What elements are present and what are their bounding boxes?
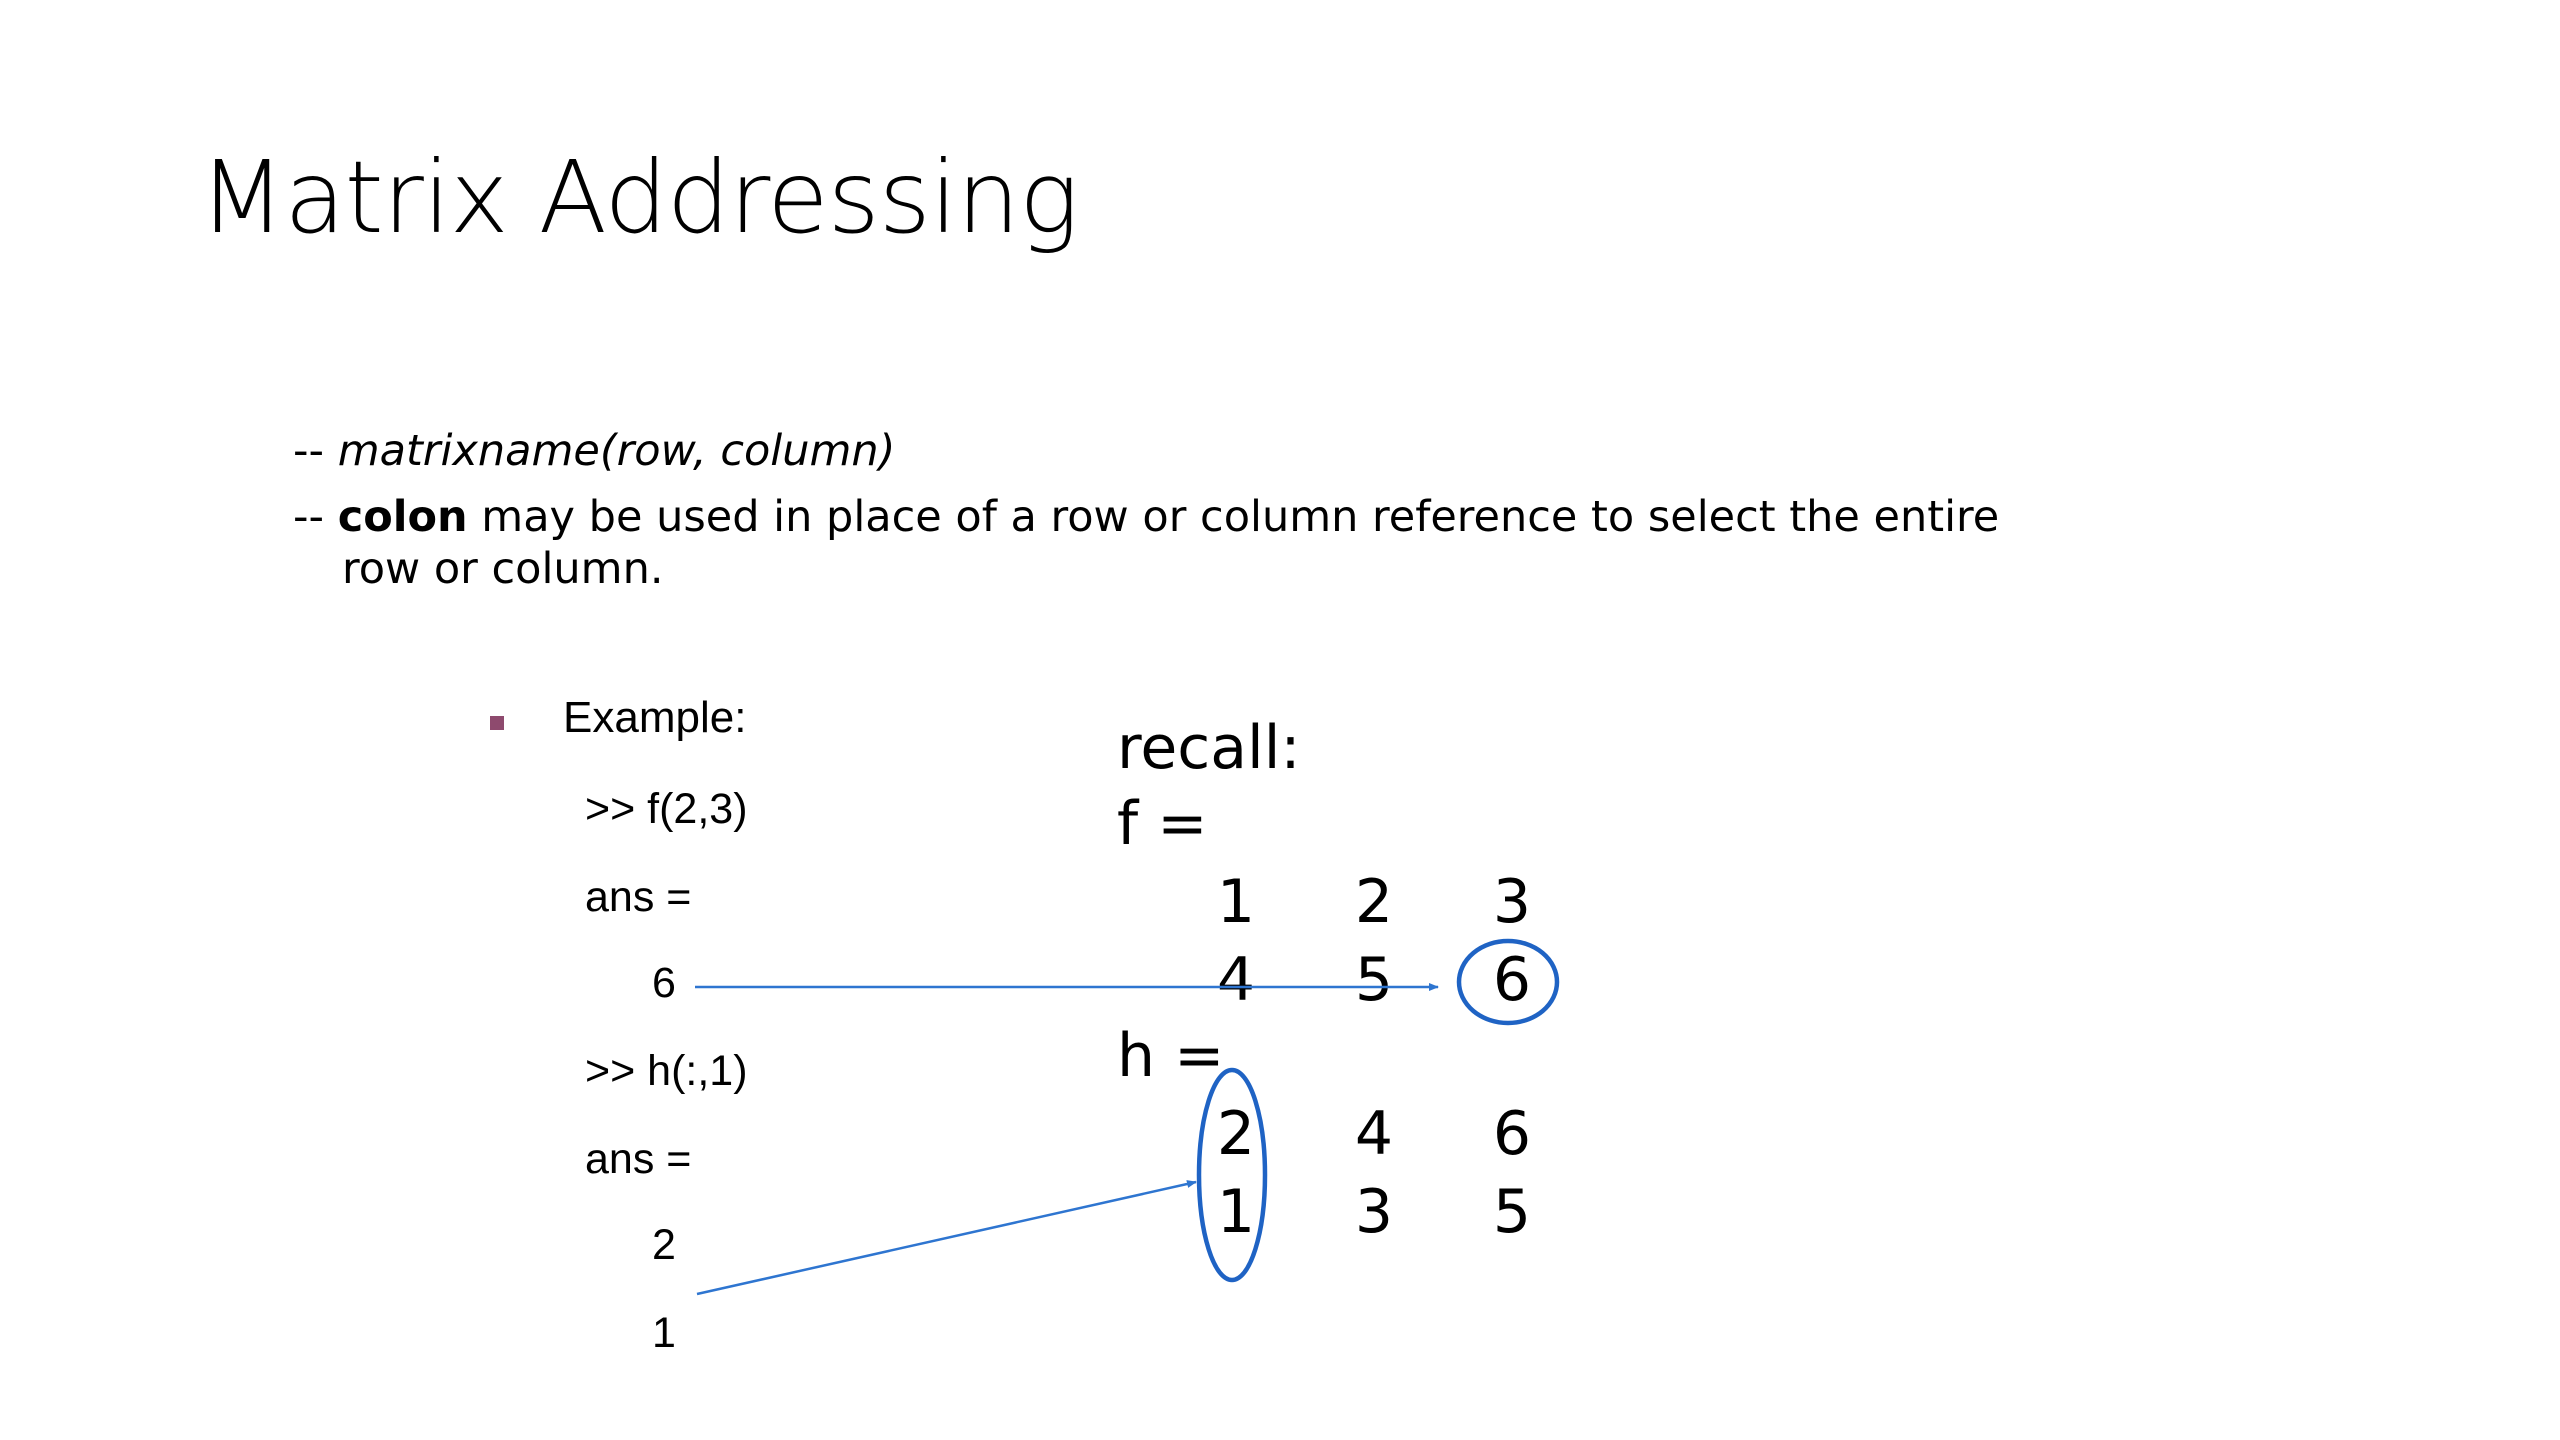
matrix-f-cell: 1 bbox=[1216, 867, 1256, 937]
matrix-f-cell-target: 6 bbox=[1492, 945, 1532, 1015]
matrix-f-cell: 2 bbox=[1354, 867, 1394, 937]
matrix-h-cell: 5 bbox=[1492, 1177, 1532, 1247]
slide-title: Matrix Addressing bbox=[199, 139, 1079, 256]
matrix-h-cell: 6 bbox=[1492, 1099, 1532, 1169]
matrix-h-cell: 3 bbox=[1354, 1177, 1394, 1247]
colon-description: may be used in place of a row or column … bbox=[467, 492, 2000, 542]
matrix-h-cell: 4 bbox=[1354, 1099, 1394, 1169]
square-bullet-icon bbox=[490, 716, 504, 730]
command-f-index: >> f(2,3) bbox=[585, 785, 748, 833]
recall-label: recall: bbox=[1117, 713, 1301, 783]
answer-label-1: ans = bbox=[585, 873, 692, 921]
command-h-colon: >> h(:,1) bbox=[585, 1047, 748, 1095]
bullet-matrix-syntax: -- matrixname(row, column) bbox=[293, 430, 895, 473]
matrix-f-label: f = bbox=[1117, 789, 1208, 859]
matrix-f-cell: 4 bbox=[1216, 945, 1256, 1015]
answer-value-2-row1: 2 bbox=[652, 1221, 676, 1269]
matrix-h-cell-target: 2 bbox=[1216, 1099, 1256, 1169]
colon-description-continued: row or column. bbox=[342, 544, 664, 594]
matrix-h-label: h = bbox=[1117, 1021, 1225, 1091]
answer-label-2: ans = bbox=[585, 1135, 692, 1183]
colon-keyword: colon bbox=[337, 492, 468, 542]
answer-value-2-row2: 1 bbox=[652, 1309, 676, 1357]
bullet-dash: -- bbox=[293, 492, 338, 542]
example-label: Example: bbox=[563, 693, 747, 742]
bullet-dash: -- bbox=[293, 426, 338, 476]
matrix-h-cell-target: 1 bbox=[1216, 1177, 1256, 1247]
answer-value-1: 6 bbox=[652, 959, 676, 1007]
matrix-f-cell: 5 bbox=[1354, 945, 1394, 1015]
arrow-column-to-h-col1 bbox=[696, 1180, 1197, 1296]
matrix-f-cell: 3 bbox=[1492, 867, 1532, 937]
syntax-text: matrixname(row, column) bbox=[337, 426, 896, 476]
bullet-colon-usage: -- colon may be used in place of a row o… bbox=[293, 496, 1999, 539]
